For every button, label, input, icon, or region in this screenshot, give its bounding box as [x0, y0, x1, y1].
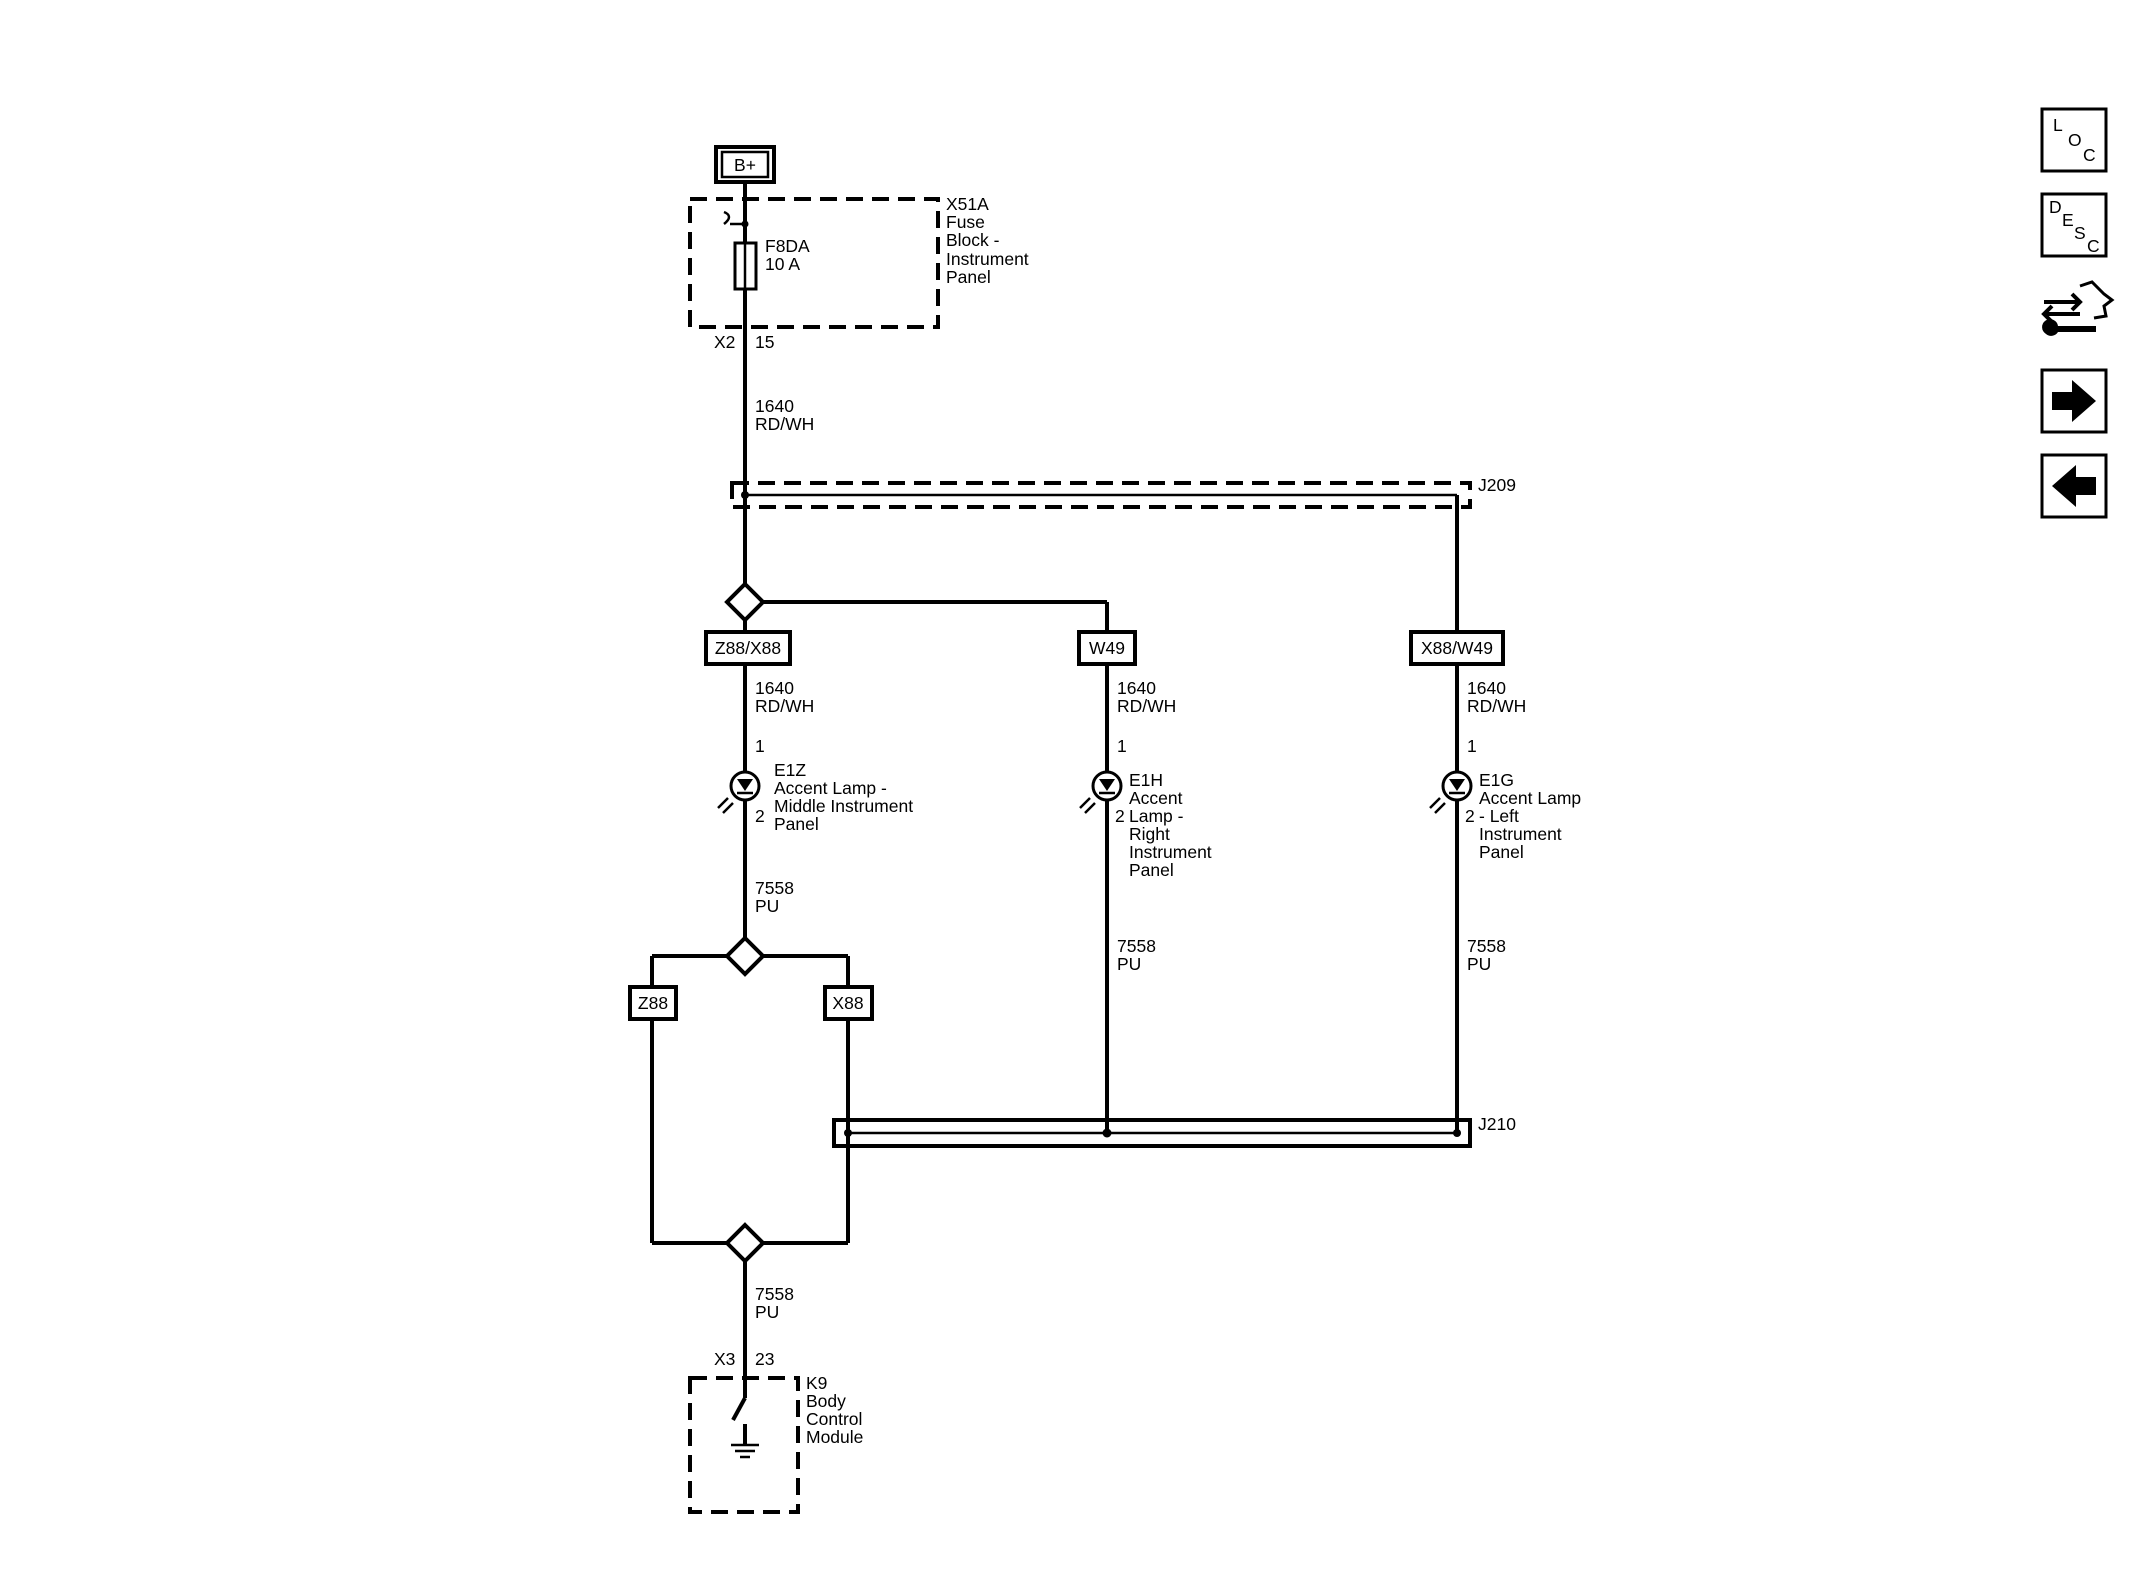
option-diamond-bottom [724, 1222, 766, 1264]
option-label-x88: X88 [832, 993, 863, 1013]
bcm-in-pin: 23 [755, 1349, 774, 1369]
branch-2-out-color: PU [1117, 954, 1141, 974]
lamp-e1h-name-3: Right [1129, 824, 1170, 844]
lamp-e1g-name-1: Accent Lamp [1479, 788, 1581, 808]
description-button[interactable]: D E S C [2040, 192, 2108, 258]
wire-bottom-circuit: 7558 [755, 1284, 794, 1304]
lamp-e1z-name-3: Panel [774, 814, 819, 834]
arrow-left-icon [2052, 465, 2096, 507]
splice-j210 [832, 1118, 1472, 1148]
fuse-tap-symbol [723, 210, 749, 228]
wire-bottom-color: PU [755, 1302, 779, 1322]
fuse-block-id: X51A [946, 194, 989, 214]
loc-letter-o: O [2068, 130, 2082, 150]
branch-1-color: RD/WH [755, 696, 814, 716]
bcm-in-connector: X3 [714, 1349, 735, 1369]
lamp-e1h-name-4: Instrument [1129, 842, 1212, 862]
branch-1-out-color: PU [755, 896, 779, 916]
arrow-left-button[interactable] [2040, 453, 2108, 519]
bcm-name-3: Module [806, 1427, 863, 1447]
branch-3-out-circuit: 7558 [1467, 936, 1506, 956]
branch-1-pin-in: 1 [755, 736, 765, 756]
branch-1-out-circuit: 7558 [755, 878, 794, 898]
option-diamond-middle [724, 935, 766, 977]
lamp-e1h-name-1: Accent [1129, 788, 1183, 808]
arrow-right-button[interactable] [2040, 368, 2108, 434]
loc-letter-l: L [2053, 115, 2063, 135]
branch-2-circuit: 1640 [1117, 678, 1156, 698]
fuse-id: F8DA [765, 236, 810, 256]
fuse-block-name-4: Panel [946, 267, 991, 287]
bcm-switch-to-ground [731, 1378, 759, 1459]
lamp-e1z-name-2: Middle Instrument [774, 796, 913, 816]
fuse-block-name-3: Instrument [946, 249, 1029, 269]
desc-letter-e: E [2062, 210, 2074, 230]
desc-letter-d: D [2049, 197, 2062, 217]
lamp-e1h-name-5: Panel [1129, 860, 1174, 880]
wire-top-circuit: 1640 [755, 396, 794, 416]
option-label-z88-x88: Z88/X88 [715, 638, 781, 658]
branch-3-pin-out: 2 [1465, 806, 1475, 826]
lamp-e1z-id: E1Z [774, 760, 806, 780]
desc-letter-c: C [2087, 236, 2100, 256]
branch-2-pin-out: 2 [1115, 806, 1125, 826]
fuse-block-x51a [688, 197, 940, 329]
fuse-rating: 10 A [765, 254, 800, 274]
option-label-z88: Z88 [638, 993, 668, 1013]
fuse-f8da [733, 241, 758, 291]
branch-3-pin-in: 1 [1467, 736, 1477, 756]
lamp-e1g-id: E1G [1479, 770, 1514, 790]
branch-3-color: RD/WH [1467, 696, 1526, 716]
splice-j209 [730, 481, 1472, 642]
splice-j210-label: J210 [1478, 1114, 1516, 1134]
branch-2-out-circuit: 7558 [1117, 936, 1156, 956]
bcm-id: K9 [806, 1373, 827, 1393]
loc-letter-c: C [2083, 145, 2096, 165]
option-box-x88 [823, 985, 874, 1021]
bcm-name-2: Control [806, 1409, 862, 1429]
fuse-block-name-2: Block - [946, 230, 1000, 250]
lamp-e1g-name-3: Instrument [1479, 824, 1562, 844]
connector-repair-icon[interactable] [2041, 280, 2115, 336]
option-label-x88-w49: X88/W49 [1421, 638, 1493, 658]
splice-j209-label: J209 [1478, 475, 1516, 495]
lamp-e1z [717, 770, 761, 814]
lamp-e1g [1429, 770, 1473, 814]
arrow-right-icon [2052, 380, 2096, 422]
lamp-e1h-id: E1H [1129, 770, 1163, 790]
location-button[interactable]: L O C [2040, 107, 2108, 173]
battery-positive-label: B+ [734, 155, 756, 175]
branch-2-pin-in: 1 [1117, 736, 1127, 756]
lamp-e1g-name-4: Panel [1479, 842, 1524, 862]
branch-3-circuit: 1640 [1467, 678, 1506, 698]
option-label-w49: W49 [1089, 638, 1125, 658]
option-box-x88-w49 [1409, 630, 1505, 666]
branch-3-out-color: PU [1467, 954, 1491, 974]
option-diamond-top [724, 581, 766, 623]
desc-letter-s: S [2074, 223, 2086, 243]
lamp-e1h [1079, 770, 1123, 814]
bcm-name-1: Body [806, 1391, 846, 1411]
lamp-e1h-name-2: Lamp - [1129, 806, 1184, 826]
fuse-block-name-1: Fuse [946, 212, 985, 232]
battery-positive-source: B+ [714, 145, 776, 184]
branch-1-circuit: 1640 [755, 678, 794, 698]
branch-1-pin-out: 2 [755, 806, 765, 826]
option-box-z88-x88 [704, 630, 792, 666]
wire-top-color: RD/WH [755, 414, 814, 434]
lamp-e1g-name-2: - Left [1479, 806, 1519, 826]
fuse-out-pin: 15 [755, 332, 774, 352]
branch-2-color: RD/WH [1117, 696, 1176, 716]
lamp-e1z-name-1: Accent Lamp - [774, 778, 887, 798]
fuse-out-connector: X2 [714, 332, 735, 352]
